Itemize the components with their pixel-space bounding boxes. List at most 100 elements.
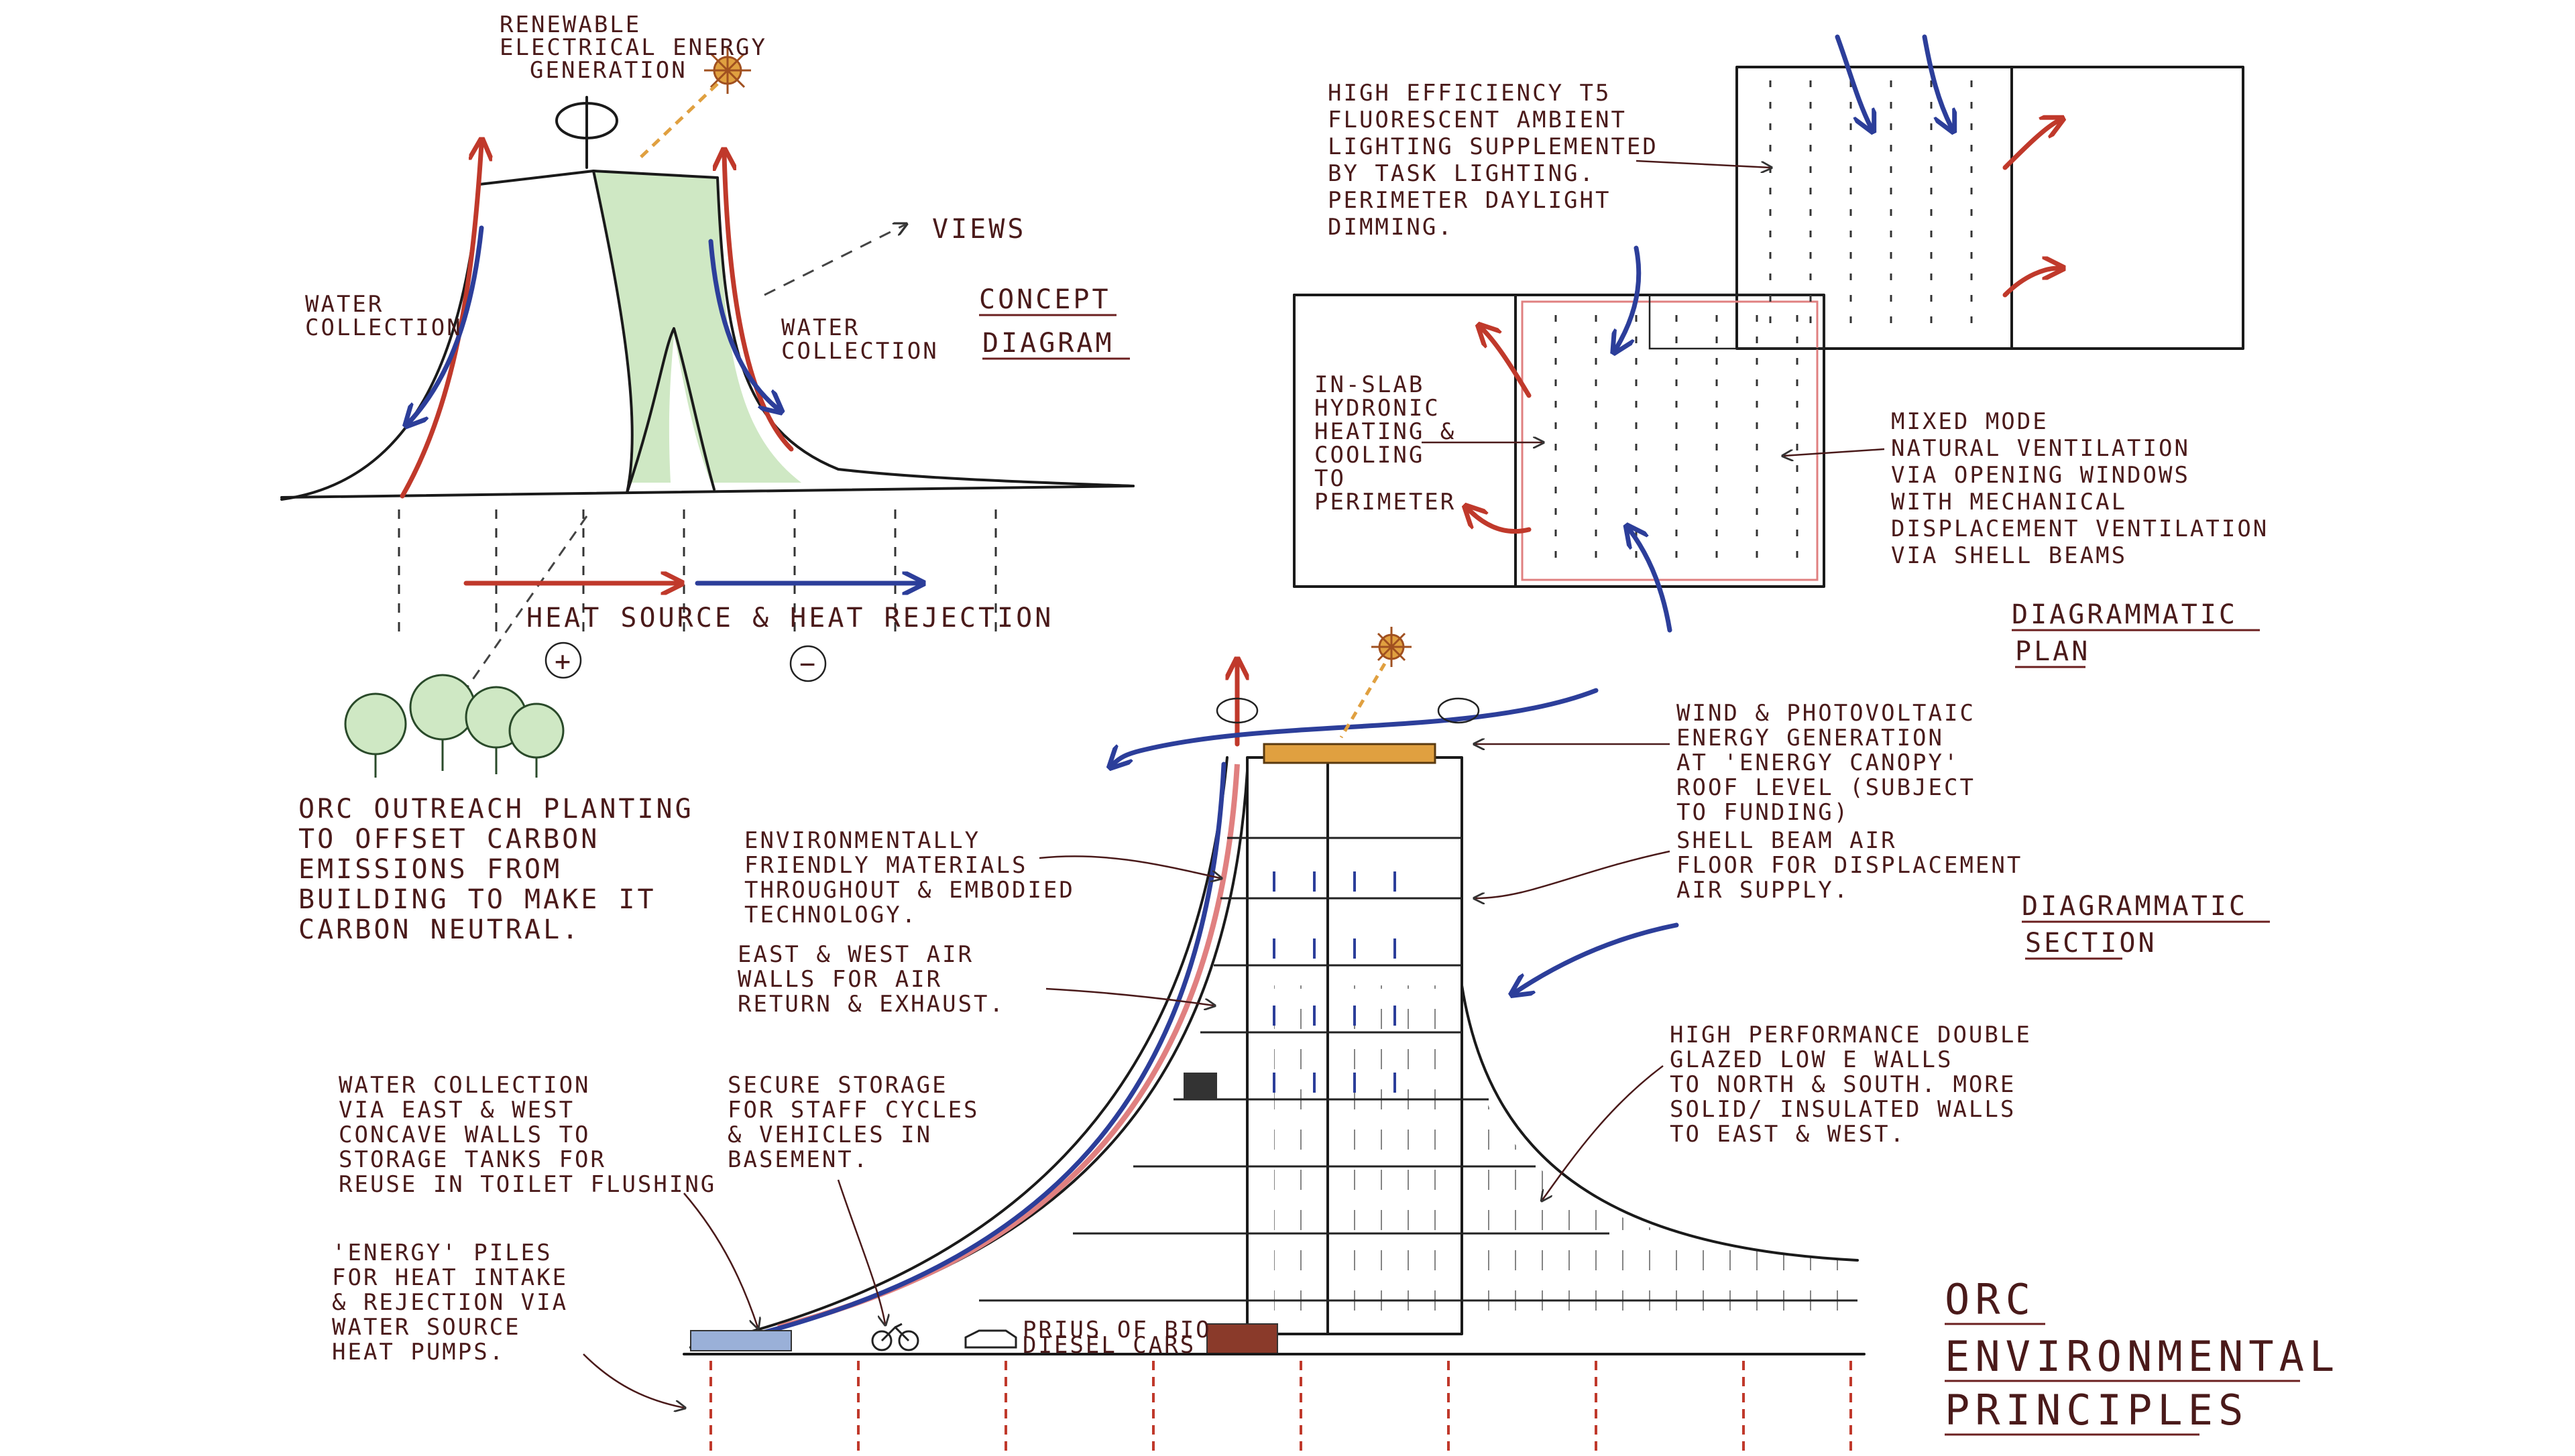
section-title: DIAGRAMMATIC SECTION: [2022, 891, 2270, 960]
svg-text:IN-SLAB: IN-SLAB: [1314, 371, 1424, 398]
inslab-label: IN-SLAB HYDRONIC HEATING & COOLING TO PE…: [1314, 371, 1456, 515]
section-stair: [1184, 1073, 1217, 1099]
section-pile-cap: [1206, 1323, 1278, 1355]
svg-text:+: +: [555, 646, 573, 677]
svg-text:GENERATION: GENERATION: [530, 57, 687, 84]
svg-text:ELECTRICAL ENERGY: ELECTRICAL ENERGY: [500, 34, 767, 61]
plan-exhaust-arrow-2: [2002, 268, 2059, 298]
section-sun-icon: [1371, 627, 1412, 667]
svg-text:ENERGY GENERATION: ENERGY GENERATION: [1676, 725, 1944, 751]
svg-text:CARBON NEUTRAL.: CARBON NEUTRAL.: [298, 914, 581, 945]
svg-text:& VEHICLES IN: & VEHICLES IN: [728, 1121, 932, 1148]
materials-label: ENVIRONMENTALLY FRIENDLY MATERIALS THROU…: [744, 827, 1073, 928]
plan-exhaust-arrow-4: [1469, 509, 1532, 534]
svg-text:'ENERGY' PILES: 'ENERGY' PILES: [332, 1239, 553, 1266]
svg-text:WATER: WATER: [305, 291, 384, 318]
plan-vent-arrow-4: [1629, 530, 1672, 633]
plus-symbol: +: [545, 642, 582, 679]
trees-icon: [344, 674, 565, 778]
section-supply-arrows: [1273, 871, 1396, 1093]
svg-text:& REJECTION VIA: & REJECTION VIA: [332, 1289, 568, 1316]
svg-text:WIND & PHOTOVOLTAIC: WIND & PHOTOVOLTAIC: [1676, 700, 1976, 727]
svg-text:RETURN & EXHAUST.: RETURN & EXHAUST.: [738, 991, 1005, 1018]
concept-right-blue-arrow: [708, 239, 778, 409]
svg-text:ORC OUTREACH PLANTING: ORC OUTREACH PLANTING: [298, 794, 694, 825]
concept-green-fill: [593, 171, 801, 483]
svg-text:CONCEPT: CONCEPT: [979, 284, 1111, 315]
svg-text:−: −: [799, 649, 818, 680]
concept-core-outline: [592, 170, 634, 494]
heat-label: HEAT SOURCE & HEAT REJECTION: [526, 603, 1053, 633]
renewable-label: RENEWABLE ELECTRICAL ENERGY GENERATION: [500, 11, 767, 84]
svg-text:FLUORESCENT AMBIENT: FLUORESCENT AMBIENT: [1328, 107, 1627, 133]
svg-text:SECTION: SECTION: [2025, 928, 2157, 959]
prius-label: PRIUS OF BIO DIESEL CARS: [1023, 1317, 1210, 1359]
plan-core: [1648, 294, 1825, 350]
svg-text:VIA OPENING WINDOWS: VIA OPENING WINDOWS: [1891, 462, 2190, 489]
lighting-leader: [1636, 160, 1770, 168]
svg-text:HIGH EFFICIENCY T5: HIGH EFFICIENCY T5: [1328, 80, 1611, 107]
svg-text:HEAT PUMPS.: HEAT PUMPS.: [332, 1339, 505, 1366]
svg-text:AIR SUPPLY.: AIR SUPPLY.: [1676, 877, 1849, 904]
svg-text:DIAGRAM: DIAGRAM: [982, 328, 1114, 359]
water-leader: [683, 1193, 758, 1327]
svg-text:BASEMENT.: BASEMENT.: [728, 1146, 869, 1173]
section-east-shell: [1461, 984, 1859, 1262]
svg-text:VIA EAST & WEST: VIA EAST & WEST: [339, 1097, 575, 1124]
orc-title: ORC ENVIRONMENTAL PRINCIPLES: [1945, 1275, 2334, 1436]
water-collection-label: WATER COLLECTION VIA EAST & WEST CONCAVE…: [339, 1072, 714, 1198]
svg-text:TO OFFSET CARBON: TO OFFSET CARBON: [298, 824, 599, 855]
water-right-label: WATER COLLECTION: [781, 314, 937, 365]
svg-text:EMISSIONS FROM: EMISSIONS FROM: [298, 854, 562, 885]
plan-heated-zone: [1521, 300, 1819, 581]
svg-text:WATER SOURCE: WATER SOURCE: [332, 1314, 521, 1341]
section-turbine-icon: [1216, 697, 1480, 724]
svg-text:WATER: WATER: [781, 314, 860, 341]
svg-text:LIGHTING SUPPLEMENTED: LIGHTING SUPPLEMENTED: [1328, 133, 1658, 160]
storage-label: SECURE STORAGE FOR STAFF CYCLES & VEHICL…: [728, 1072, 978, 1173]
shell-beam-label: SHELL BEAM AIR FLOOR FOR DISPLACEMENT AI…: [1676, 827, 2022, 904]
section-intake-arrow: [1515, 922, 1679, 992]
plan-title: DIAGRAMMATIC PLAN: [2012, 599, 2260, 668]
concept-title: CONCEPT DIAGRAM: [979, 284, 1130, 360]
svg-text:SHELL BEAM AIR: SHELL BEAM AIR: [1676, 827, 1897, 854]
views-arrow: [764, 225, 905, 296]
plan-vent-arrow-1: [1835, 34, 1871, 127]
svg-text:ORC: ORC: [1945, 1275, 2036, 1324]
svg-text:DIAGRAMMATIC: DIAGRAMMATIC: [2012, 599, 2238, 630]
svg-text:DIESEL CARS: DIESEL CARS: [1023, 1332, 1196, 1359]
section-hatched-shell: [1274, 985, 1857, 1324]
concept-left-blue-arrow: [409, 225, 484, 422]
energy-piles: [709, 1361, 1852, 1451]
plan-exhaust-arrow-1: [2002, 121, 2059, 170]
sun-icon: [704, 47, 751, 94]
svg-text:COLLECTION: COLLECTION: [305, 314, 463, 341]
section-floor-lines: [979, 837, 1857, 1302]
planting-label: ORC OUTREACH PLANTING TO OFFSET CARBON E…: [298, 794, 694, 945]
concept-diagram: RENEWABLE ELECTRICAL ENERGY GENERATION V…: [280, 11, 1135, 945]
shell-leader: [1475, 850, 1670, 898]
materials-leader: [1039, 855, 1220, 878]
svg-text:PLAN: PLAN: [2015, 636, 2090, 667]
views-label: VIEWS: [932, 214, 1026, 245]
svg-text:DIAGRAMMATIC: DIAGRAMMATIC: [2022, 891, 2248, 922]
svg-text:FLOOR FOR DISPLACEMENT: FLOOR FOR DISPLACEMENT: [1676, 852, 2022, 879]
water-tank: [690, 1330, 792, 1351]
svg-text:FOR HEAT INTAKE: FOR HEAT INTAKE: [332, 1264, 568, 1291]
svg-text:PRINCIPLES: PRINCIPLES: [1945, 1386, 2248, 1435]
svg-text:ROOF LEVEL (SUBJECT: ROOF LEVEL (SUBJECT: [1676, 774, 1976, 801]
concept-notch: [626, 327, 716, 494]
svg-text:EAST & WEST AIR: EAST & WEST AIR: [738, 941, 974, 968]
svg-text:TO EAST & WEST.: TO EAST & WEST.: [1670, 1121, 1906, 1148]
concept-right-red-arrow: [724, 154, 794, 452]
storage-leader: [837, 1179, 885, 1324]
svg-text:PERIMETER: PERIMETER: [1314, 489, 1456, 515]
svg-text:WITH MECHANICAL: WITH MECHANICAL: [1891, 489, 2127, 515]
svg-text:ENVIRONMENTALLY: ENVIRONMENTALLY: [744, 827, 980, 854]
svg-text:HEATING &: HEATING &: [1314, 418, 1456, 445]
plan-diagram: HIGH EFFICIENCY T5 FLUORESCENT AMBIENT L…: [1293, 34, 2267, 668]
plan-upper-wing: [1735, 66, 2013, 350]
section-diagram: PRIUS OF BIO DIESEL CARS WIND & PHOTOVOL…: [332, 627, 2334, 1451]
svg-text:WATER COLLECTION: WATER COLLECTION: [339, 1072, 591, 1099]
